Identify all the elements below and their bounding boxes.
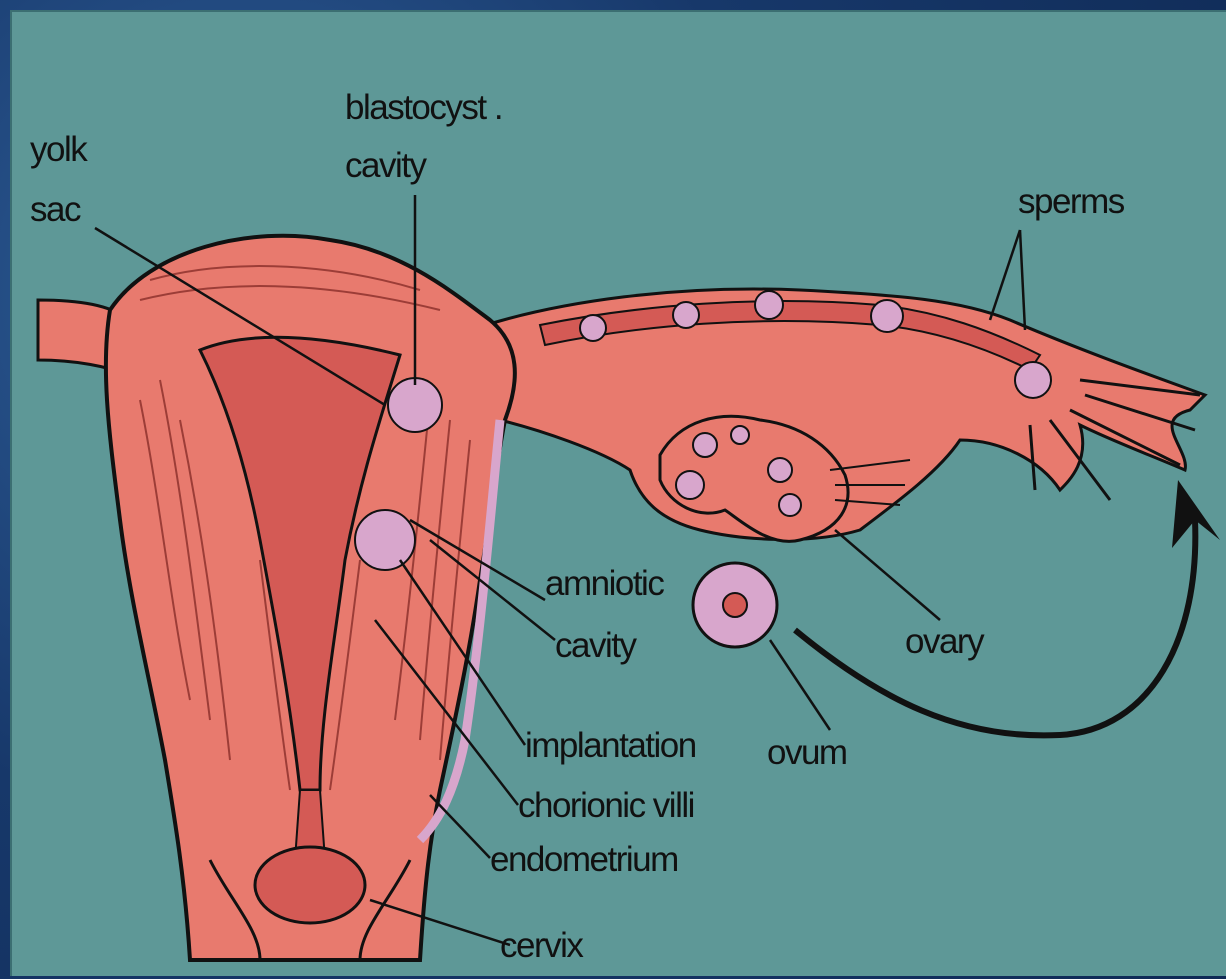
label-blastocyst-line2: cavity <box>345 148 425 183</box>
label-amniotic-line1: amniotic <box>545 566 663 601</box>
label-yolk-line1: yolk <box>30 132 86 167</box>
implanted-embryo <box>355 510 415 570</box>
label-yolk-line2: sac <box>30 192 80 227</box>
blastocyst <box>388 378 442 432</box>
ovum-nucleus <box>723 593 747 617</box>
label-endometrium: endometrium <box>490 842 678 877</box>
label-blastocyst-line1: blastocyst . <box>345 90 502 125</box>
cervix-shape <box>255 847 365 923</box>
ovum-path-arrow <box>795 520 1195 735</box>
label-cervix: cervix <box>500 928 582 963</box>
label-sperms: sperms <box>1018 184 1124 219</box>
label-ovum: ovum <box>767 735 847 770</box>
label-implantation: implantation <box>525 728 696 763</box>
label-chorionic-villi: chorionic villi <box>518 788 694 823</box>
label-ovary: ovary <box>905 624 983 659</box>
label-amniotic-line2: cavity <box>555 628 635 663</box>
